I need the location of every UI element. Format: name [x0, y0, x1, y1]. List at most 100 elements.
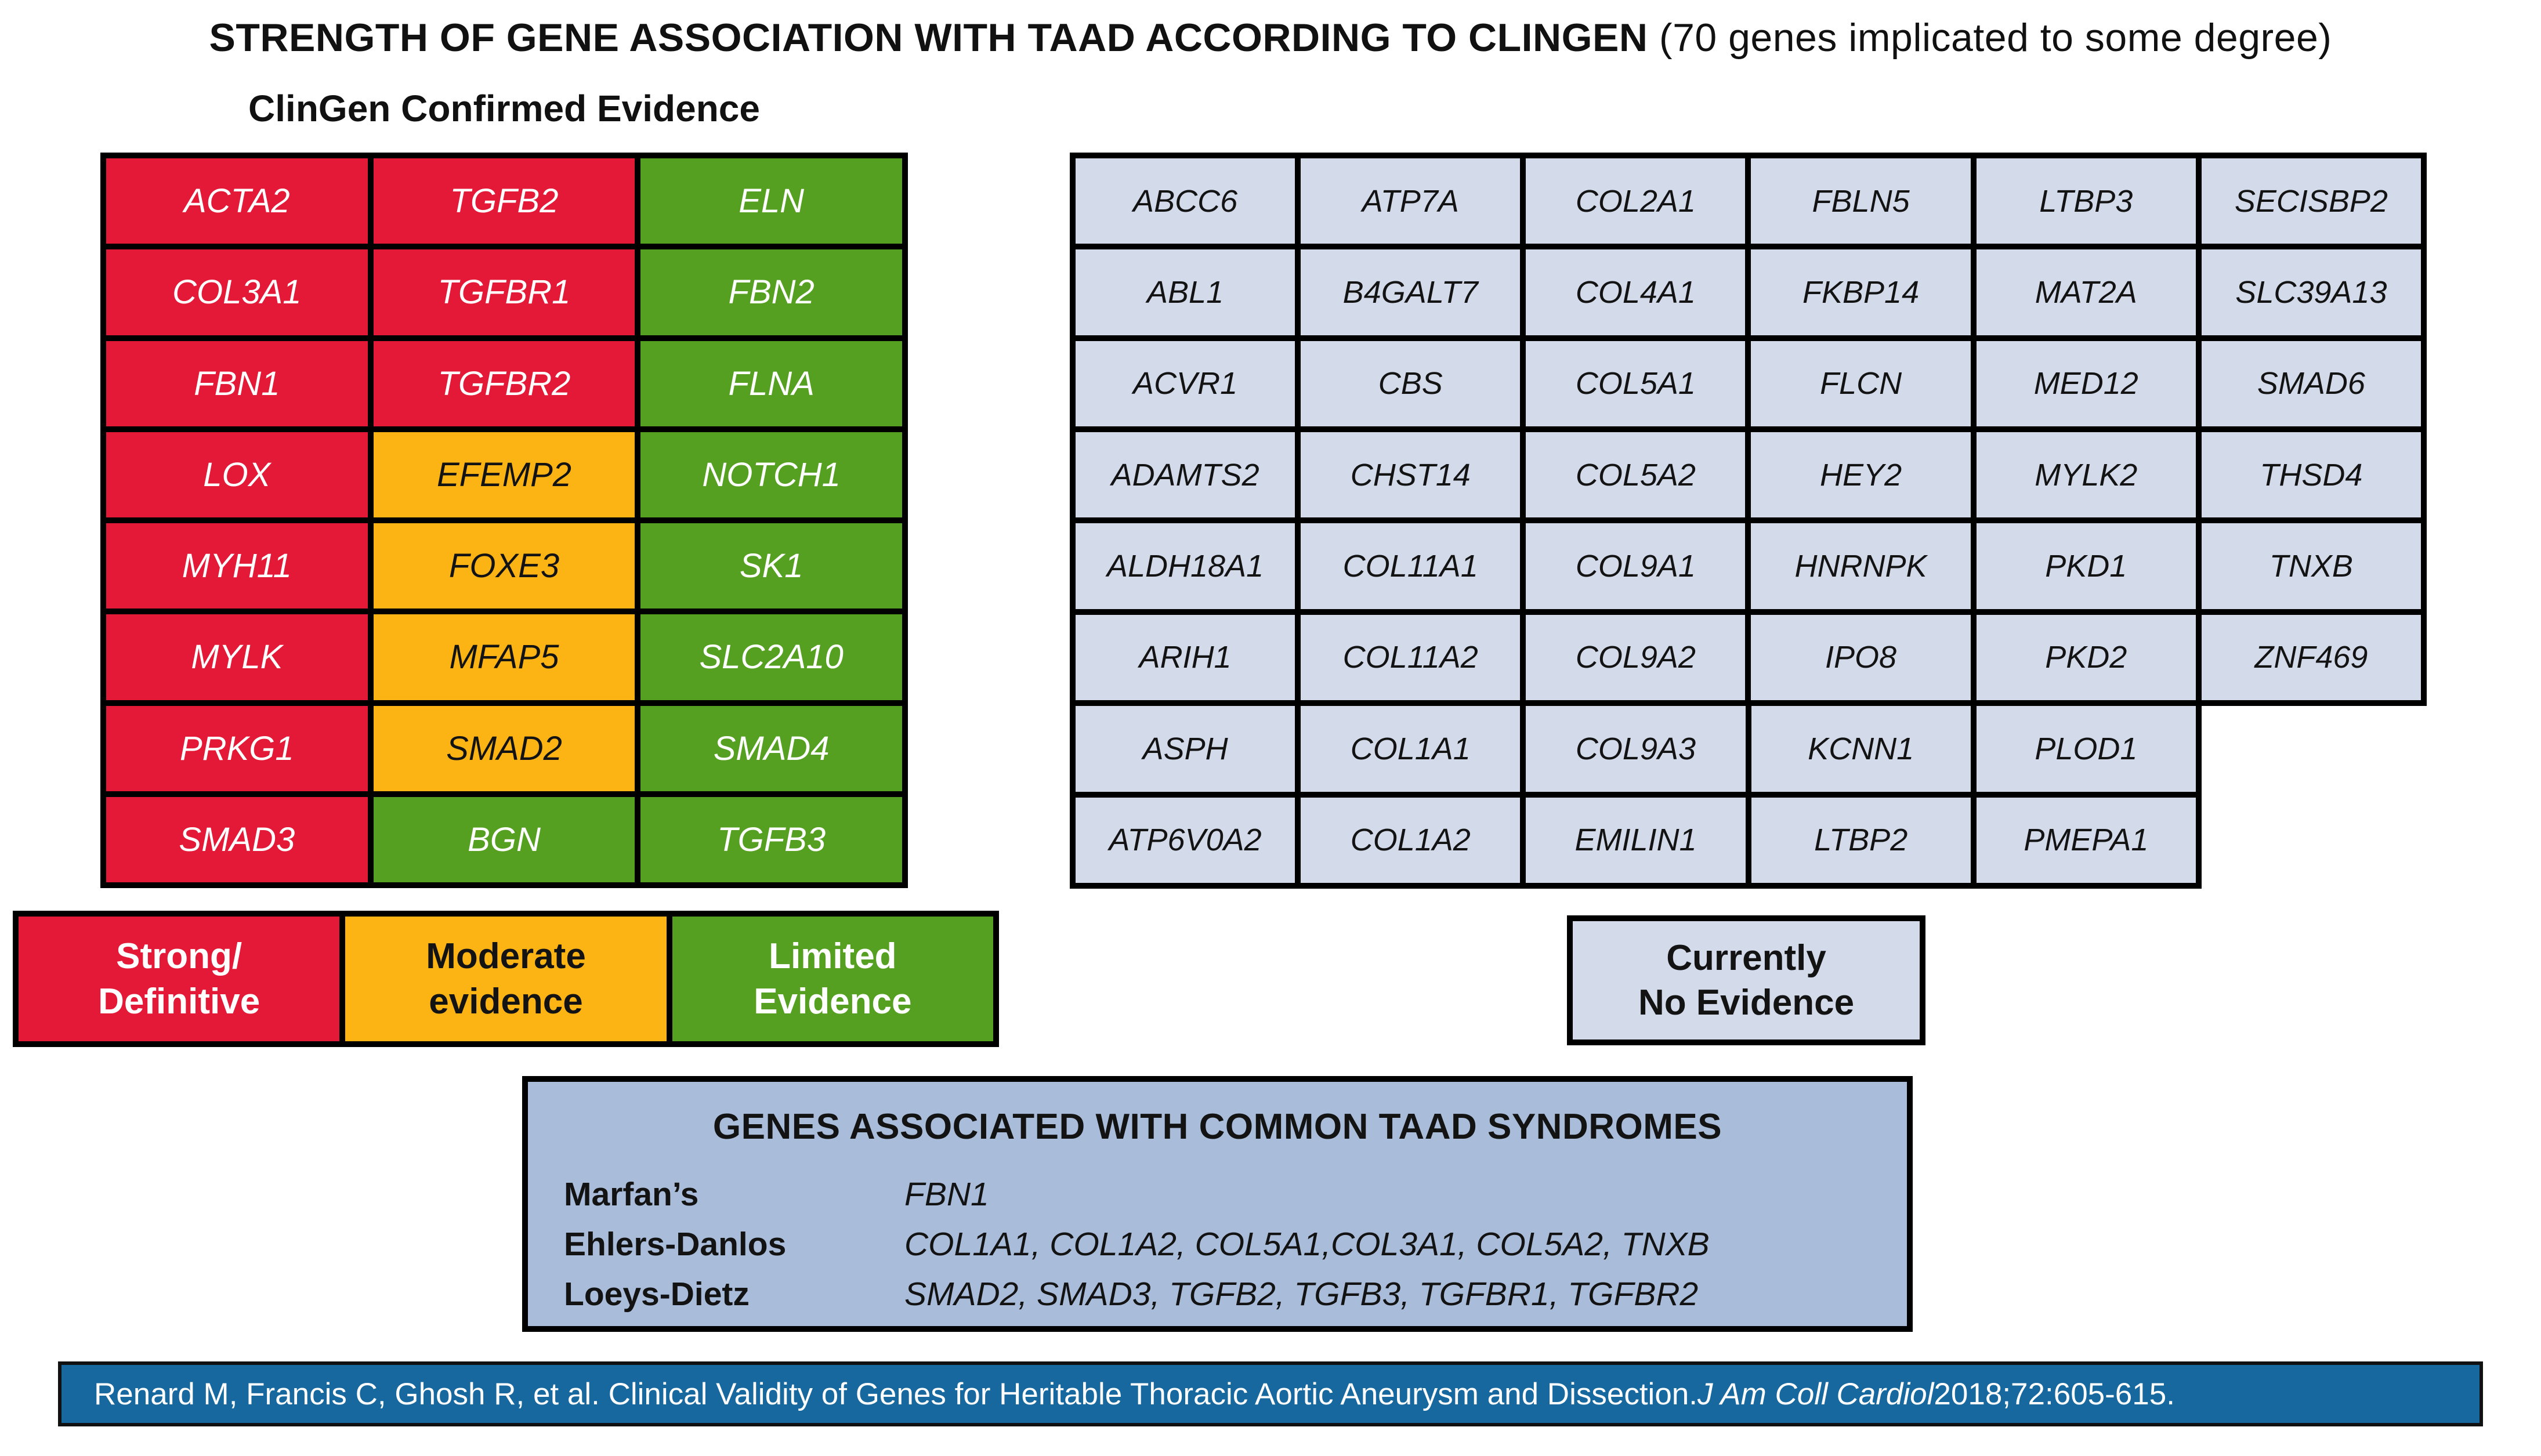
gene-cell: MFAP5 — [373, 614, 635, 700]
gene-name: EFEMP2 — [436, 455, 572, 494]
syndrome-genes: SMAD2, SMAD3, TGFB2, TGFB3, TGFBR1, TGFB… — [904, 1276, 1699, 1313]
gene-cell: MAT2A — [1976, 249, 2196, 335]
gene-name: CBS — [1378, 366, 1443, 401]
legend-label-line2: Evidence — [754, 981, 912, 1022]
gene-name: SLC39A13 — [2235, 274, 2387, 310]
gene-cell: TGFB2 — [373, 158, 635, 244]
gene-name: FBLN5 — [1812, 183, 1910, 219]
no-evidence-label-line1: Currently — [1666, 937, 1826, 978]
gene-name: LOX — [203, 455, 271, 494]
gene-name: TGFBR1 — [437, 273, 571, 312]
gene-cell: MYLK2 — [1976, 432, 2196, 518]
gene-name: COL9A2 — [1575, 640, 1696, 675]
gene-name: TNXB — [2269, 548, 2353, 584]
gene-name: SMAD2 — [446, 729, 562, 767]
gene-cell: COL9A1 — [1526, 523, 1746, 609]
syndrome-name: Loeys-Dietz — [564, 1276, 750, 1313]
gene-name: TGFB3 — [717, 820, 826, 859]
gene-cell: COL9A3 — [1526, 706, 1746, 792]
gene-cell: LOX — [106, 432, 368, 517]
gene-name: ASPH — [1142, 731, 1228, 766]
syndrome-name: Ehlers-Danlos — [564, 1226, 787, 1263]
page-title-subtitle: (70 genes implicated to some degree) — [1648, 16, 2332, 60]
legend-label-line1: Strong/ — [116, 936, 242, 976]
gene-cell: MED12 — [1976, 341, 2196, 426]
no-evidence-label-line2: No Evidence — [1638, 983, 1855, 1023]
currently-no-evidence-box: Currently No Evidence — [1567, 915, 1925, 1045]
gene-cell: EMILIN1 — [1526, 797, 1746, 883]
gene-cell: TGFBR1 — [373, 249, 635, 335]
gene-name: COL2A1 — [1575, 183, 1696, 219]
gene-cell: FBLN5 — [1751, 158, 1971, 244]
gene-name: KCNN1 — [1808, 731, 1914, 766]
gene-name: ACTA2 — [184, 182, 290, 220]
gene-name: TGFB2 — [450, 182, 559, 220]
gene-name: EMILIN1 — [1574, 823, 1697, 858]
gene-name: COL11A2 — [1342, 640, 1478, 675]
gene-cell: FKBP14 — [1751, 249, 1971, 335]
gene-name: MFAP5 — [449, 638, 559, 676]
gene-cell: ALDH18A1 — [1076, 523, 1295, 609]
gene-name: COL9A3 — [1575, 731, 1696, 766]
legend-box: Limited Evidence — [666, 911, 999, 1047]
evidence-legend: Strong/ Definitive Moderate evidence Lim… — [13, 911, 999, 1047]
legend-label-line1: Moderate — [426, 936, 586, 976]
gene-name: COL1A1 — [1350, 731, 1471, 766]
legend-box: Moderate evidence — [339, 911, 672, 1047]
gene-cell: HNRNPK — [1751, 523, 1971, 609]
gene-name: COL5A1 — [1575, 366, 1696, 401]
syndrome-row: Marfan’s FBN1 — [528, 1169, 1907, 1219]
gene-cell: ZNF469 — [2201, 614, 2421, 700]
gene-name: SLC2A10 — [699, 638, 844, 676]
gene-cell: PLOD1 — [1976, 706, 2196, 792]
gene-cell: ACVR1 — [1076, 341, 1295, 426]
gene-cell: COL4A1 — [1526, 249, 1746, 335]
gene-name: SMAD4 — [713, 729, 830, 767]
gene-name: MAT2A — [2035, 274, 2137, 310]
gene-cell: EFEMP2 — [373, 432, 635, 517]
gene-name: PKD1 — [2045, 548, 2127, 584]
gene-name: FLNA — [728, 364, 815, 403]
gene-name: BGN — [468, 820, 541, 859]
gene-cell: ACTA2 — [106, 158, 368, 244]
confirmed-evidence-table: ACTA2 TGFB2 ELN COL3A1 TGFBR1 FBN2 FBN1 … — [100, 153, 908, 888]
gene-cell: ADAMTS2 — [1076, 432, 1295, 518]
gene-cell: MYH11 — [106, 523, 368, 609]
syndromes-heading: GENES ASSOCIATED WITH COMMON TAAD SYNDRO… — [712, 1107, 1722, 1147]
syndromes-rows: Marfan’s FBN1 Ehlers-Danlos COL1A1, COL1… — [528, 1169, 1907, 1319]
gene-cell: COL11A1 — [1301, 523, 1521, 609]
gene-cell: ASPH — [1076, 706, 1295, 792]
gene-name: ELN — [739, 182, 805, 220]
gene-cell: COL1A1 — [1301, 706, 1521, 792]
citation-journal: J Am Coll Cardiol — [1697, 1377, 1934, 1411]
gene-cell: BGN — [373, 796, 635, 882]
taad-syndromes-box: GENES ASSOCIATED WITH COMMON TAAD SYNDRO… — [522, 1076, 1913, 1332]
gene-name: ABCC6 — [1133, 183, 1238, 219]
gene-cell: ATP7A — [1301, 158, 1521, 244]
gene-cell: SMAD2 — [373, 705, 635, 791]
gene-cell: SMAD3 — [106, 796, 368, 882]
gene-cell: CBS — [1301, 341, 1521, 426]
gene-cell: HEY2 — [1751, 432, 1971, 518]
gene-cell: COL3A1 — [106, 249, 368, 335]
gene-name: FLCN — [1820, 366, 1902, 401]
citation-text-before: Renard M, Francis C, Ghosh R, et al. Cli… — [94, 1377, 1697, 1411]
gene-cell: PMEPA1 — [1976, 797, 2196, 883]
gene-name: ACVR1 — [1133, 366, 1238, 401]
syndrome-genes: COL1A1, COL1A2, COL5A1,COL3A1, COL5A2, T… — [904, 1226, 1710, 1263]
legend-box: Strong/ Definitive — [13, 911, 346, 1047]
legend-label-line2: evidence — [429, 981, 583, 1022]
gene-name: ABL1 — [1147, 274, 1224, 310]
gene-name: COL11A1 — [1342, 548, 1478, 584]
gene-name: ZNF469 — [2254, 640, 2368, 675]
gene-cell: COL9A2 — [1526, 614, 1746, 700]
gene-cell: TGFBR2 — [373, 341, 635, 426]
legend-label-line2: Definitive — [98, 981, 260, 1022]
gene-cell: THSD4 — [2201, 432, 2421, 518]
gene-cell: B4GALT7 — [1301, 249, 1521, 335]
gene-cell: KCNN1 — [1751, 706, 1971, 792]
gene-cell: SK1 — [640, 523, 902, 609]
gene-cell: ELN — [640, 158, 902, 244]
gene-cell: COL5A1 — [1526, 341, 1746, 426]
syndrome-row: Ehlers-Danlos COL1A1, COL1A2, COL5A1,COL… — [528, 1219, 1907, 1269]
